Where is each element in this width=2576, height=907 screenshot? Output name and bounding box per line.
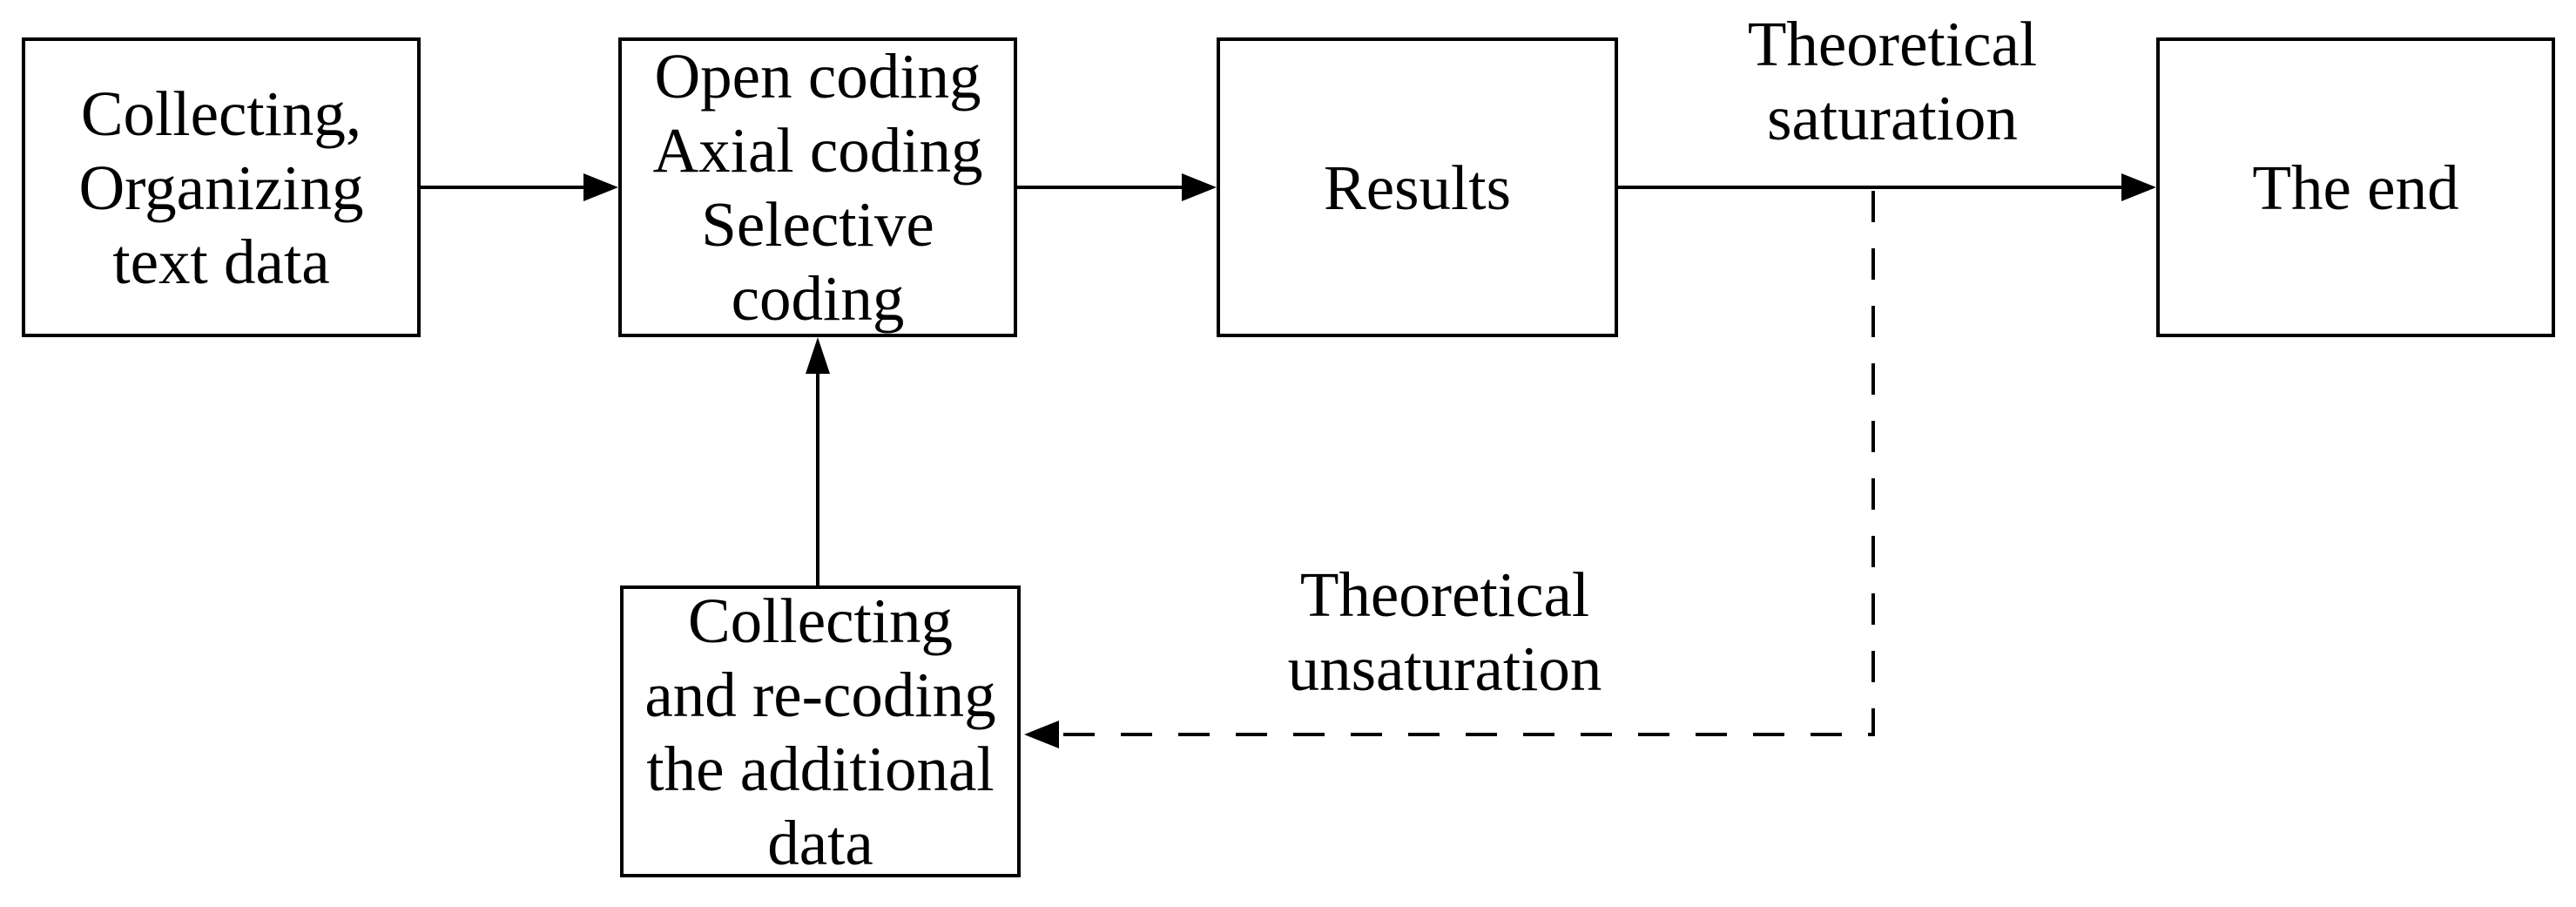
arrowhead-unsaturation-to-recollect <box>1024 721 1059 748</box>
node-text-line: Axial coding <box>652 115 983 186</box>
node-text-line: Open coding <box>654 41 981 112</box>
dashed-unsaturation-path <box>1062 191 1875 736</box>
edge-label-theoretical-saturation: Theoretical saturation <box>1718 7 2067 155</box>
edge-label-line: Theoretical <box>1747 9 2038 79</box>
node-text-line: Selective <box>701 189 934 260</box>
node-open-axial-selective-coding: Open coding Axial coding Selective codin… <box>618 37 1017 337</box>
node-text-line: and re-coding <box>644 659 996 730</box>
edge-label-line: saturation <box>1767 83 2018 153</box>
node-results: Results <box>1217 37 1618 337</box>
edge-label-line: Theoretical <box>1299 559 1590 630</box>
edge-label-theoretical-unsaturation: Theoretical unsaturation <box>1271 558 1619 706</box>
node-text-line: The end <box>2252 152 2459 223</box>
node-collecting-recoding-additional-data: Collecting and re-coding the additional … <box>620 585 1021 878</box>
node-text-line: Collecting <box>687 585 954 656</box>
node-text-line: coding <box>731 263 905 334</box>
arrowhead-coding-to-results <box>1182 173 1217 201</box>
node-text-line: Results <box>1324 152 1511 223</box>
arrowhead-collect-to-coding <box>583 173 618 201</box>
node-text-line: data <box>767 807 873 878</box>
arrowhead-recollect-to-coding <box>806 337 830 374</box>
node-the-end: The end <box>2156 37 2555 337</box>
node-text-line: Collecting, <box>80 78 362 149</box>
node-text-line: text data <box>112 226 330 297</box>
node-text-line: the additional <box>646 733 995 804</box>
arrowhead-results-to-end <box>2121 173 2156 201</box>
node-text-line: Organizing <box>78 152 364 223</box>
edge-label-line: unsaturation <box>1287 633 1602 704</box>
node-collecting-organizing-text-data: Collecting, Organizing text data <box>22 37 421 337</box>
